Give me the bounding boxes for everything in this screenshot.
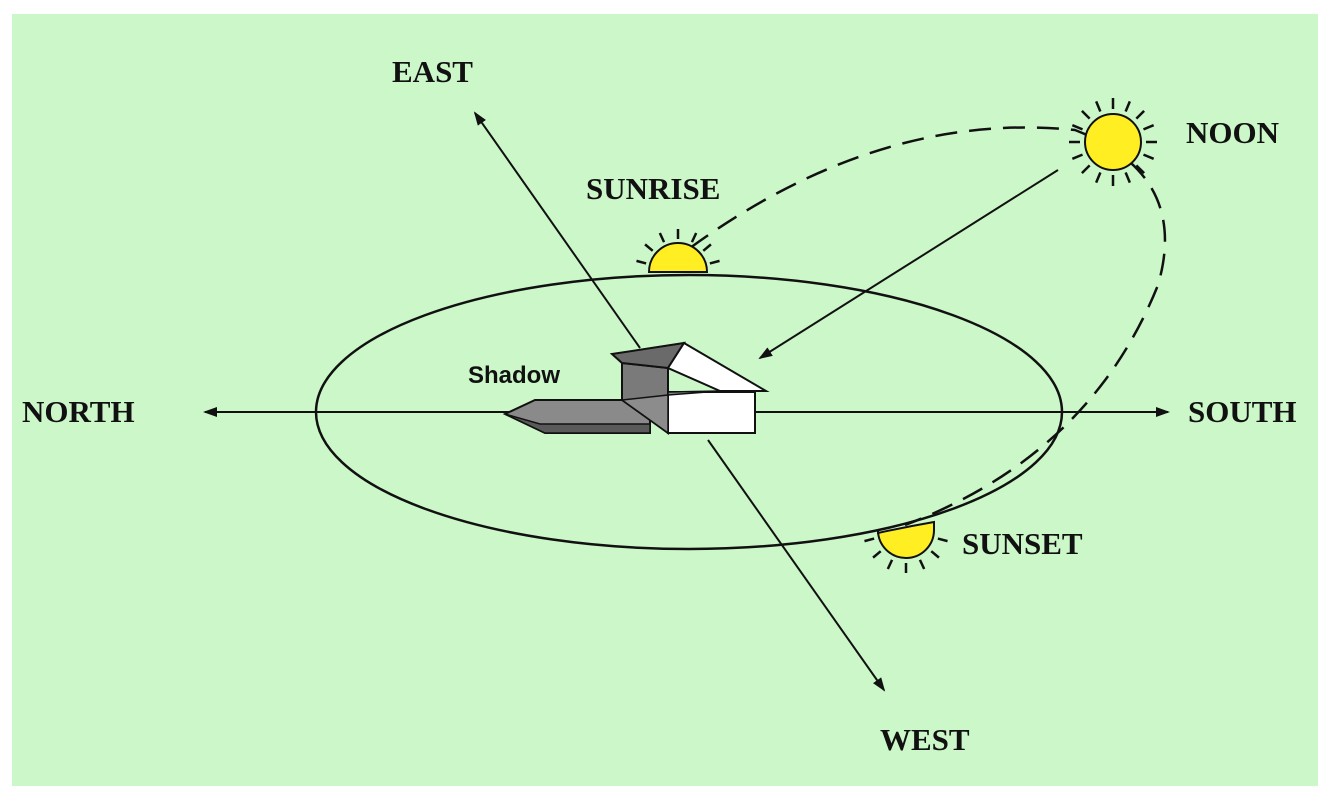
sun-ray [931,551,939,557]
sun-ray [920,560,924,569]
sun-ray [660,233,664,242]
sun-ray [710,261,720,264]
label-shadow: Shadow [468,362,560,389]
sun-ray [636,261,646,264]
sun-ray [938,539,948,542]
label-west: WEST [880,722,970,757]
label-sunset: SUNSET [962,526,1083,561]
sun-ray [864,539,874,542]
sun-ray [1072,155,1082,159]
sun-ray [1136,111,1144,119]
label-north: NORTH [22,394,135,429]
sun-ray [1096,101,1100,111]
east-arrow [475,113,640,348]
sun-ray [873,551,881,557]
sun-ray [1126,172,1130,182]
label-sunrise: SUNRISE [586,171,720,206]
sun-ray [1082,165,1090,173]
sun-ray [1082,111,1090,119]
sun-ray [1143,155,1153,159]
sun-ray [692,233,696,242]
sun-ray [1096,172,1100,182]
label-east: EAST [392,54,473,89]
noon-sun-icon [1069,98,1157,186]
sun-ray [645,244,653,250]
label-south: SOUTH [1188,394,1297,429]
noon-ray-arrow [760,170,1058,358]
label-noon: NOON [1186,115,1279,150]
sun-ray [888,560,892,569]
sun-ray [1126,101,1130,111]
sun-ray [703,244,711,250]
west-arrow [708,440,884,690]
sun-ray [1143,125,1153,129]
sun-path-dashed [690,127,1165,525]
